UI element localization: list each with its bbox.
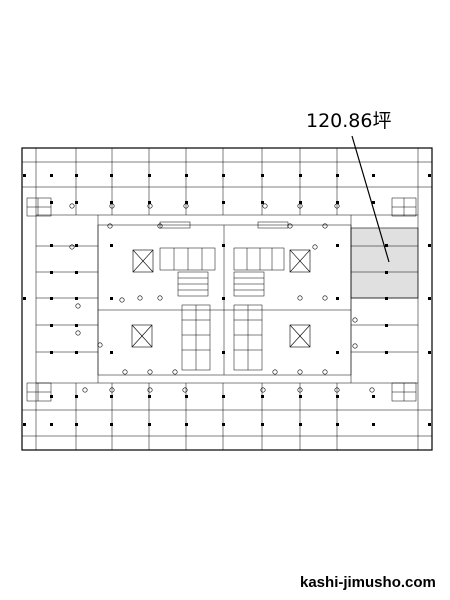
leader-line bbox=[351, 135, 390, 263]
core bbox=[159, 221, 289, 371]
stairs bbox=[26, 197, 417, 402]
area-label: 120.86坪 bbox=[306, 110, 392, 132]
grid-lines bbox=[22, 148, 432, 450]
floor-outline bbox=[21, 147, 433, 451]
columns bbox=[23, 174, 431, 426]
circle-markers bbox=[69, 203, 375, 393]
site-watermark: kashi-jimusho.com bbox=[300, 574, 436, 591]
highlighted-area bbox=[350, 227, 419, 299]
shafts bbox=[131, 249, 311, 348]
